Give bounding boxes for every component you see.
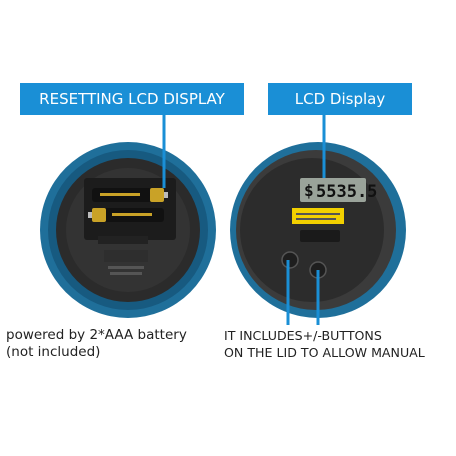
lid-top-view: $ 5535.5 [230, 142, 406, 318]
lcd-currency: $ [304, 181, 314, 200]
minus-button[interactable] [281, 251, 299, 269]
lcd-display-label: LCD Display [268, 83, 412, 115]
battery-caption: powered by 2*AAA battery (not included) [6, 327, 187, 361]
instruction-sticker [292, 208, 344, 224]
buttons-caption-line2: ON THE LID TO ALLOW MANUAL [224, 345, 425, 360]
buttons-caption-line1: IT INCLUDES+/-BUTTONS [224, 328, 382, 343]
resetting-lcd-label: RESETTING LCD DISPLAY [20, 83, 244, 115]
lid-bottom-view [40, 142, 216, 318]
aaa-battery [88, 208, 164, 222]
battery-caption-line1: powered by 2*AAA battery [6, 327, 187, 343]
buttons-caption: IT INCLUDES+/-BUTTONS ON THE LID TO ALLO… [224, 327, 425, 361]
lcd-value: 5535.5 [316, 182, 377, 202]
lcd-screen [300, 178, 366, 202]
battery-caption-line2: (not included) [6, 344, 101, 360]
aaa-battery [92, 188, 168, 202]
